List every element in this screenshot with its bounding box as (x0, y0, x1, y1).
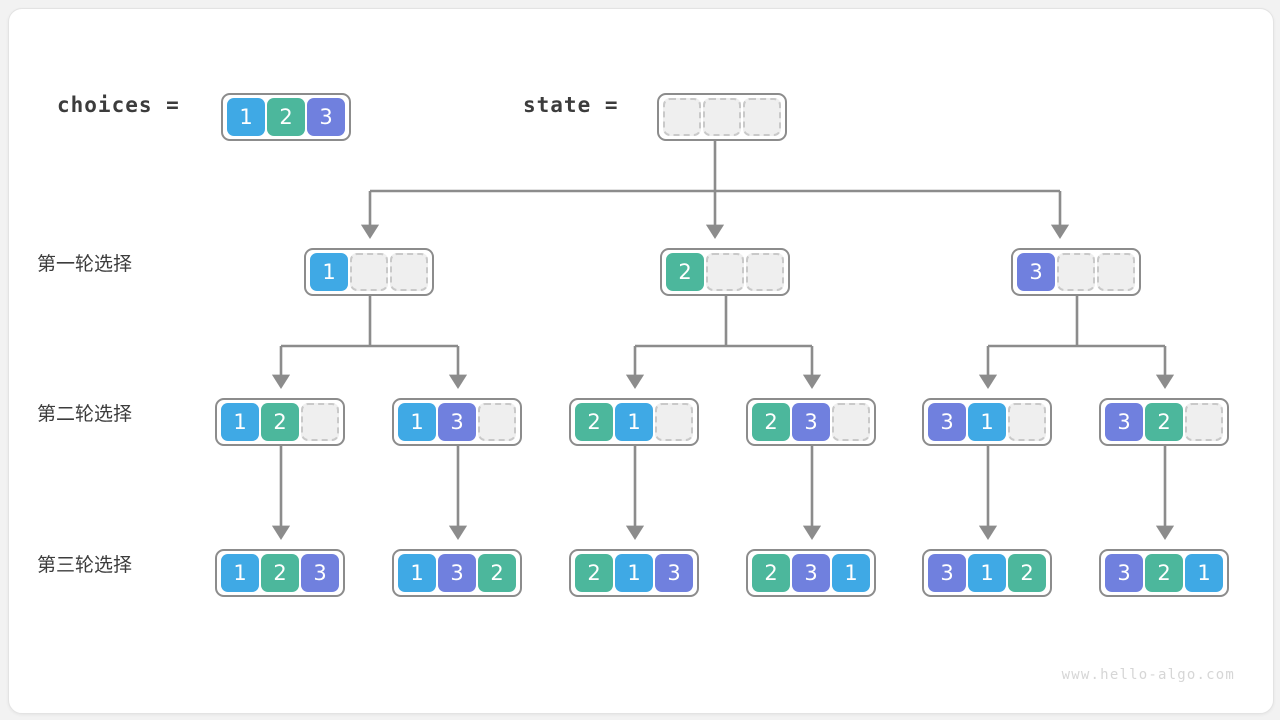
round1-node-n3: 3 (1011, 248, 1141, 296)
array-cell-value: 2 (261, 554, 299, 592)
array-cell-value: 1 (615, 403, 653, 441)
row-label-round1: 第一轮选择 (37, 253, 133, 275)
array-cell-value: 1 (227, 98, 265, 136)
array-cell-empty (746, 253, 784, 291)
array-cell-value: 1 (832, 554, 870, 592)
array-cell-empty (832, 403, 870, 441)
array-cell-empty (390, 253, 428, 291)
array-cell-value: 1 (968, 403, 1006, 441)
array-cell-value: 1 (968, 554, 1006, 592)
array-cell-value: 3 (1105, 403, 1143, 441)
array-cell-value: 3 (792, 554, 830, 592)
array-cell-value: 1 (398, 403, 436, 441)
array-cell-value: 3 (792, 403, 830, 441)
array-cell-empty (301, 403, 339, 441)
array-cell-value: 3 (438, 554, 476, 592)
array-cell-value: 1 (1185, 554, 1223, 592)
choices-label: choices = (57, 93, 180, 117)
row-label-round3: 第三轮选择 (37, 554, 133, 576)
array-cell-empty (1185, 403, 1223, 441)
array-cell-value: 3 (1017, 253, 1055, 291)
array-cell-empty (478, 403, 516, 441)
array-cell-empty (1097, 253, 1135, 291)
array-cell-value: 2 (1145, 403, 1183, 441)
watermark: www.hello-algo.com (1061, 667, 1235, 683)
array-cell-value: 2 (1145, 554, 1183, 592)
array-cell-value: 3 (928, 554, 966, 592)
array-cell-value: 1 (310, 253, 348, 291)
array-cell-value: 2 (752, 554, 790, 592)
array-cell-value: 3 (655, 554, 693, 592)
array-cell-empty (350, 253, 388, 291)
state-label: state = (523, 93, 619, 117)
array-cell-empty (655, 403, 693, 441)
array-cell-empty (663, 98, 701, 136)
array-cell-value: 1 (221, 403, 259, 441)
array-cell-value: 3 (928, 403, 966, 441)
array-cell-value: 2 (666, 253, 704, 291)
array-cell-value: 3 (1105, 554, 1143, 592)
state-array (657, 93, 787, 141)
round1-node-n1: 1 (304, 248, 434, 296)
array-cell-empty (706, 253, 744, 291)
array-cell-value: 3 (307, 98, 345, 136)
array-cell-empty (743, 98, 781, 136)
array-cell-value: 1 (221, 554, 259, 592)
array-cell-value: 2 (575, 403, 613, 441)
array-cell-value: 2 (267, 98, 305, 136)
connector-wires (271, 137, 1175, 540)
array-cell-value: 3 (438, 403, 476, 441)
array-cell-value: 2 (575, 554, 613, 592)
array-cell-value: 1 (615, 554, 653, 592)
array-cell-value: 1 (398, 554, 436, 592)
array-cell-empty (1057, 253, 1095, 291)
array-cell-value: 2 (1008, 554, 1046, 592)
array-cell-empty (703, 98, 741, 136)
row-label-round2: 第二轮选择 (37, 403, 133, 425)
round1-node-n2: 2 (660, 248, 790, 296)
array-cell-value: 2 (261, 403, 299, 441)
array-cell-value: 3 (301, 554, 339, 592)
array-cell-empty (1008, 403, 1046, 441)
array-cell-value: 2 (752, 403, 790, 441)
array-cell-value: 2 (478, 554, 516, 592)
